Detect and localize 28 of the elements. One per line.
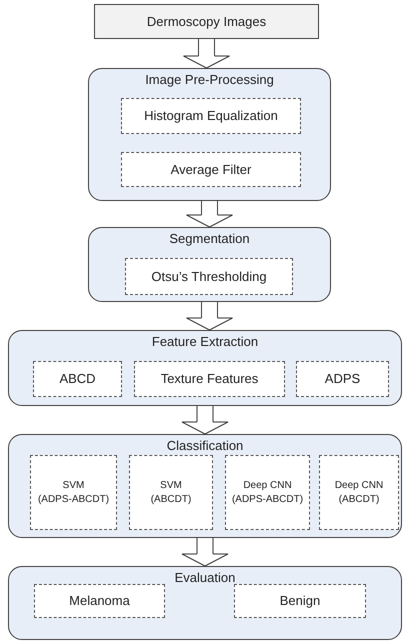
stage-panel	[8, 330, 402, 406]
block-arrow	[183, 39, 230, 68]
block-arrow	[186, 302, 233, 330]
method-box: Histogram Equalization	[121, 98, 301, 134]
method-box: Benign	[234, 584, 366, 618]
stage-title: Evaluation	[174, 570, 236, 586]
block-arrow	[182, 538, 228, 566]
stage-panel	[88, 68, 331, 201]
block-arrow	[186, 201, 233, 228]
method-box: Melanoma	[34, 584, 165, 618]
stage-panel	[8, 566, 402, 640]
stage-panel	[8, 434, 402, 538]
block-arrow	[182, 406, 228, 434]
method-box: SVM (ADPS-ABCDT)	[30, 455, 117, 530]
stage-title: Segmentation	[168, 231, 251, 247]
stage-title: Classification	[166, 438, 244, 454]
method-box: Average Filter	[121, 152, 301, 187]
stage-panel	[88, 227, 331, 302]
method-box: ABCD	[33, 361, 122, 397]
method-box: SVM (ABCDT)	[129, 455, 213, 530]
method-box: Otsu’s Thresholding	[125, 258, 293, 295]
stage-title: Feature Extraction	[150, 334, 260, 350]
method-box: Texture Features	[134, 361, 285, 397]
stage-title: Image Pre-Processing	[144, 72, 275, 88]
method-box: Deep CNN (ADPS-ABCDT)	[225, 455, 310, 530]
method-box: Deep CNN (ABCDT)	[319, 455, 399, 530]
input-box: Dermoscopy Images	[94, 4, 319, 39]
method-box: ADPS	[296, 361, 389, 397]
